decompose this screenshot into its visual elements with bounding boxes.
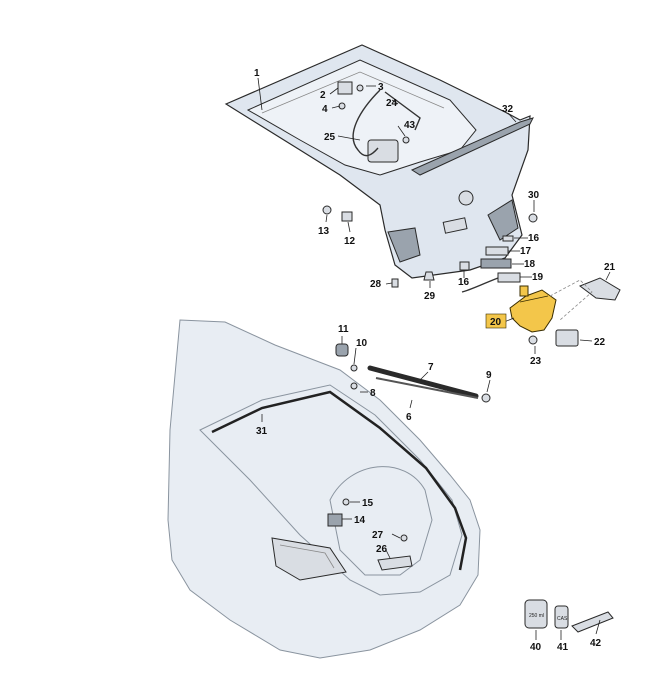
- callout-6: 6: [406, 412, 412, 423]
- callout-32: 32: [502, 104, 514, 115]
- ball-stud-9: [481, 393, 491, 403]
- bottle-41: [554, 605, 569, 629]
- callout-15: 15: [362, 498, 374, 509]
- callouts: 1 2 3 4 24 43 25 32 30 13 12 16 17 18 19…: [254, 68, 616, 653]
- rear-light-detail: [279, 544, 335, 569]
- callout-28: 28: [370, 279, 382, 290]
- striker-26: [377, 555, 413, 571]
- callout-2: 2: [320, 90, 326, 101]
- assembly-guide: [549, 279, 593, 321]
- harness-cable: [352, 89, 381, 157]
- callout-42: 42: [590, 638, 602, 649]
- consumables: 250 ml CAS: [524, 599, 614, 633]
- bolt-23: [528, 335, 538, 345]
- washer-hose: [384, 91, 421, 131]
- callout-21: 21: [604, 262, 616, 273]
- callout-9: 9: [486, 370, 492, 381]
- tube-42: [571, 611, 614, 633]
- spoiler-strip: [410, 117, 534, 176]
- callout-40: 40: [530, 642, 542, 653]
- callout-24: 24: [386, 98, 398, 109]
- callout-19: 19: [532, 272, 544, 283]
- tailgate-light-right: [487, 199, 519, 241]
- stop-29: [423, 271, 435, 281]
- callout-14: 14: [354, 515, 366, 526]
- callout-29: 29: [424, 291, 436, 302]
- callout-20: 20: [490, 317, 502, 328]
- switch-17: [485, 246, 509, 256]
- callout-31: 31: [256, 426, 268, 437]
- bolt-27: [400, 534, 408, 542]
- lock-assembly: [509, 277, 621, 347]
- callout-4: 4: [322, 104, 328, 115]
- callout-11: 11: [338, 324, 349, 335]
- callout-10: 10: [356, 338, 368, 349]
- gas-strut-7: [367, 365, 479, 399]
- hinge-bolt: [356, 84, 364, 92]
- bolt-8: [350, 382, 358, 390]
- handle-19: [497, 272, 521, 283]
- callout-30: 30: [528, 190, 540, 201]
- lock-connector: [519, 285, 529, 297]
- callout-43: 43: [404, 120, 416, 131]
- tailgate-lock-20: [509, 289, 557, 333]
- grommet-11: [335, 343, 349, 357]
- buffer-28: [391, 278, 399, 288]
- bracket-21: [578, 277, 621, 301]
- callout-17: 17: [520, 246, 532, 257]
- boot-seal-31: [211, 390, 468, 571]
- callout-1: 1: [254, 68, 260, 79]
- callout-8: 8: [370, 388, 376, 399]
- gas-strut-rod-6: [375, 377, 479, 399]
- callout-16a: 16: [528, 233, 540, 244]
- clip-16: [502, 235, 514, 242]
- bottle-41-text: CAS: [557, 616, 568, 622]
- car-body-rear: [167, 319, 491, 659]
- can-40: [524, 599, 548, 629]
- callout-3: 3: [378, 82, 384, 93]
- lock-cover-22: [555, 329, 579, 347]
- screw-15: [342, 498, 350, 506]
- brand-emblem: [458, 190, 474, 206]
- buffer-12: [341, 211, 353, 222]
- rear-light: [271, 537, 347, 581]
- lock-detail: [519, 295, 549, 303]
- callout-27: 27: [372, 530, 384, 541]
- catch-14: [327, 513, 343, 527]
- callout-20-box: [485, 313, 507, 329]
- ball-stud-10: [350, 364, 358, 372]
- tailgate-light-left: [387, 227, 421, 263]
- plate-light-18: [480, 258, 512, 269]
- callout-25: 25: [324, 132, 336, 143]
- bolt-13: [322, 205, 332, 215]
- bolt-30: [528, 213, 538, 223]
- callout-16b: 16: [458, 277, 470, 288]
- wiper-motor: [367, 139, 399, 163]
- callout-22: 22: [594, 337, 606, 348]
- window-inner-edge: [261, 71, 445, 114]
- callout-13: 13: [318, 226, 330, 237]
- screw-43: [402, 136, 410, 144]
- callout-41: 41: [557, 642, 569, 653]
- callout-12: 12: [344, 236, 356, 247]
- hinge: [337, 81, 353, 95]
- can-40-text: 250 ml: [529, 613, 544, 619]
- handle-wire: [461, 277, 499, 293]
- wheel-arch: [329, 466, 433, 576]
- callout-18: 18: [524, 259, 536, 270]
- tailgate-window-opening: [246, 59, 477, 176]
- callout-23: 23: [530, 356, 542, 367]
- tailgate-assembly: [224, 44, 538, 293]
- callout-26: 26: [376, 544, 388, 555]
- clip-16b: [459, 261, 470, 271]
- plate-recess: [442, 217, 468, 234]
- callout-7: 7: [428, 362, 434, 373]
